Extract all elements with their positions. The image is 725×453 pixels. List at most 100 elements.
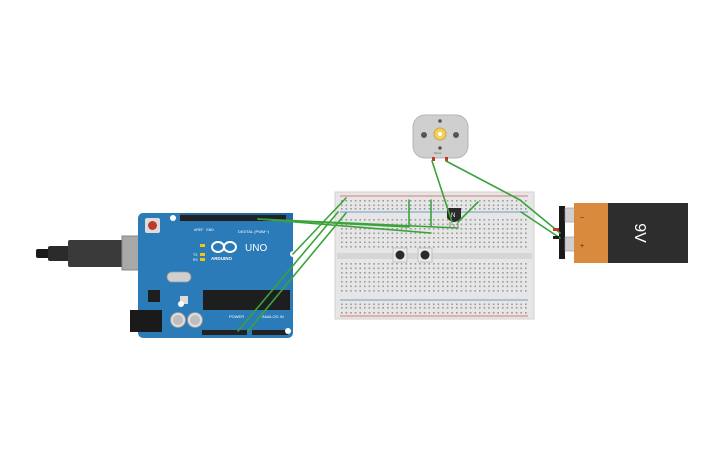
breadboard-hole bbox=[423, 246, 426, 248]
breadboard-hole bbox=[446, 312, 449, 314]
breadboard-hole bbox=[414, 267, 417, 270]
breadboard-hole bbox=[405, 281, 407, 283]
breadboard-hole bbox=[469, 281, 472, 283]
breadboard-hole bbox=[483, 200, 486, 202]
push-button-2[interactable] bbox=[417, 247, 433, 263]
breadboard-hole bbox=[433, 263, 435, 265]
breadboard-hole bbox=[506, 219, 509, 221]
breadboard-hole bbox=[520, 208, 522, 210]
breadboard-hole bbox=[345, 285, 348, 288]
wire-transistor-to-gnd[interactable] bbox=[457, 201, 479, 223]
breadboard-hole bbox=[405, 276, 407, 279]
breadboard-hole bbox=[525, 281, 527, 283]
breadboard-hole bbox=[341, 285, 343, 288]
wire-pin-to-button2[interactable] bbox=[257, 218, 432, 234]
breadboard-hole bbox=[345, 281, 348, 283]
breadboard-hole bbox=[359, 267, 361, 270]
breadboard-hole bbox=[469, 241, 472, 244]
breadboard-hole bbox=[391, 200, 394, 202]
breadboard-hole bbox=[446, 223, 449, 226]
breadboard-hole bbox=[350, 276, 352, 279]
breadboard-hole bbox=[502, 219, 504, 221]
breadboard-hole bbox=[368, 312, 371, 314]
breadboard-hole bbox=[400, 267, 403, 270]
breadboard-hole bbox=[364, 281, 366, 283]
breadboard-hole bbox=[515, 267, 518, 270]
breadboard-hole bbox=[465, 281, 467, 283]
arduino-uno-board[interactable]: UNO ARDUINO DIGITAL (PWM~) AREF GND TX R… bbox=[130, 213, 296, 338]
wire-rail-to-battery-positive[interactable] bbox=[519, 199, 561, 234]
breadboard-hole bbox=[502, 208, 504, 210]
breadboard-hole bbox=[479, 237, 481, 239]
breadboard-hole bbox=[488, 307, 490, 309]
breadboard-hole bbox=[492, 285, 495, 288]
breadboard-hole bbox=[474, 290, 476, 292]
breadboard-hole bbox=[515, 237, 518, 239]
breadboard-hole bbox=[497, 272, 499, 274]
breadboard-hole bbox=[488, 241, 490, 244]
breadboard-hole bbox=[405, 267, 407, 270]
breadboard-hole bbox=[465, 232, 467, 235]
breadboard-hole bbox=[373, 303, 375, 306]
breadboard-hole bbox=[511, 200, 513, 202]
breadboard-hole bbox=[400, 303, 403, 306]
wire-motor-to-transistor[interactable] bbox=[431, 160, 453, 223]
breadboard-hole bbox=[396, 223, 398, 226]
wire-motor-to-rail[interactable] bbox=[445, 160, 521, 201]
breadboard-hole bbox=[442, 204, 444, 207]
breadboard-hole bbox=[488, 232, 490, 235]
breadboard-hole bbox=[474, 246, 476, 248]
breadboard-hole bbox=[442, 232, 444, 235]
breadboard-hole bbox=[405, 219, 407, 221]
dc-motor[interactable]: Motor bbox=[412, 114, 469, 161]
wire-pin-to-transistor[interactable] bbox=[257, 218, 459, 229]
breadboard-hole bbox=[506, 272, 509, 274]
breadboard-hole bbox=[405, 246, 407, 248]
breadboard-hole bbox=[382, 246, 384, 248]
breadboard-hole bbox=[368, 263, 371, 265]
breadboard-hole bbox=[414, 303, 417, 306]
breadboard-hole bbox=[364, 200, 366, 202]
wire-5v-to-rail[interactable] bbox=[292, 197, 347, 255]
breadboard-hole bbox=[419, 307, 421, 309]
breadboard-hole bbox=[515, 312, 518, 314]
breadboard-hole bbox=[382, 312, 384, 314]
wire-rail-to-battery-negative[interactable] bbox=[520, 211, 561, 239]
breadboard-hole bbox=[442, 200, 444, 202]
breadboard-hole bbox=[345, 290, 348, 292]
breadboard-hole bbox=[428, 228, 430, 230]
breadboard-hole bbox=[382, 272, 384, 274]
breadboard-hole bbox=[488, 237, 490, 239]
wire-gnd-to-rail-2[interactable] bbox=[247, 212, 347, 332]
breadboard-hole bbox=[368, 208, 371, 210]
breadboard-hole bbox=[410, 228, 412, 230]
breadboard-hole bbox=[456, 307, 458, 309]
breadboard-hole bbox=[506, 246, 509, 248]
push-button-1[interactable] bbox=[392, 247, 408, 263]
breadboard-hole bbox=[359, 285, 361, 288]
breadboard-hole bbox=[469, 263, 472, 265]
breadboard-hole bbox=[423, 281, 426, 283]
breadboard-hole bbox=[511, 272, 513, 274]
breadboard-hole bbox=[483, 237, 486, 239]
breadboard-hole bbox=[437, 208, 440, 210]
breadboard-hole bbox=[446, 228, 449, 230]
breadboard[interactable] bbox=[334, 191, 535, 320]
breadboard-hole bbox=[497, 219, 499, 221]
breadboard-hole bbox=[479, 228, 481, 230]
breadboard-hole bbox=[428, 312, 430, 314]
breadboard-hole bbox=[497, 223, 499, 226]
breadboard-hole bbox=[423, 204, 426, 207]
breadboard-hole bbox=[497, 232, 499, 235]
breadboard-hole bbox=[497, 267, 499, 270]
wire-gnd-to-rail[interactable] bbox=[237, 211, 339, 332]
breadboard-hole bbox=[506, 307, 509, 309]
breadboard-hole bbox=[345, 246, 348, 248]
breadboard-hole bbox=[483, 272, 486, 274]
breadboard-hole bbox=[391, 312, 394, 314]
breadboard-hole bbox=[428, 276, 430, 279]
breadboard-hole bbox=[474, 223, 476, 226]
breadboard-hole bbox=[419, 200, 421, 202]
breadboard-hole bbox=[442, 237, 444, 239]
battery-9v[interactable]: − + 9V bbox=[559, 203, 688, 263]
